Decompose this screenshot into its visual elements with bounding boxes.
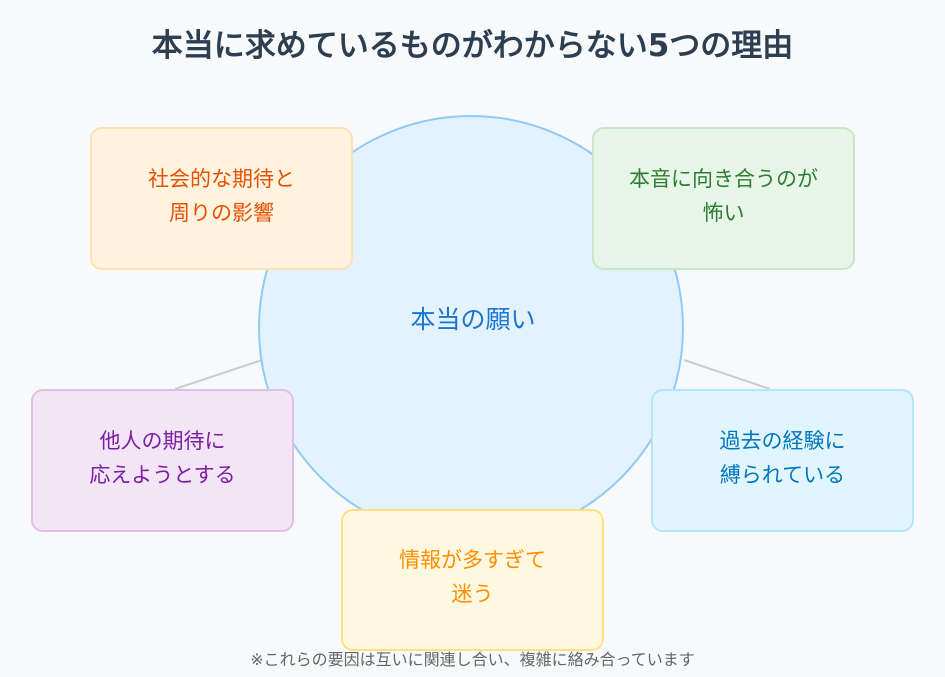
reason-text: 社会的な期待と [148, 166, 295, 191]
reason-box-information-overload: 情報が多すぎて迷う [341, 509, 604, 651]
reason-text: 縛られている [719, 462, 846, 487]
connector-line [174, 359, 263, 390]
reason-text: 情報が多すぎて [399, 548, 546, 572]
reason-box-past-experience: 過去の経験に縛られている [651, 389, 914, 532]
reason-text: 周りの影響 [169, 200, 274, 225]
center-label: 本当の願い [410, 305, 536, 334]
reason-text: 応えようとする [89, 462, 236, 487]
reason-box-others-expectations: 他人の期待に応えようとする [31, 389, 294, 532]
reason-text: 本音に向き合うのが [629, 166, 818, 191]
diagram-title: 本当に求めているものがわからない5つの理由 [151, 28, 794, 64]
reason-text: 他人の期待に [99, 428, 226, 453]
reason-text: 過去の経験に [719, 428, 846, 453]
reason-box-social-expectations: 社会的な期待と周りの影響 [90, 127, 353, 270]
reason-text: 迷う [451, 582, 494, 606]
reason-box-fear-of-true-feelings: 本音に向き合うのが怖い [592, 127, 855, 270]
footnote: ※これらの要因は互いに関連し合い、複雑に絡み合っています [250, 650, 695, 669]
connector-line [683, 359, 771, 390]
reason-text: 怖い [702, 200, 745, 225]
